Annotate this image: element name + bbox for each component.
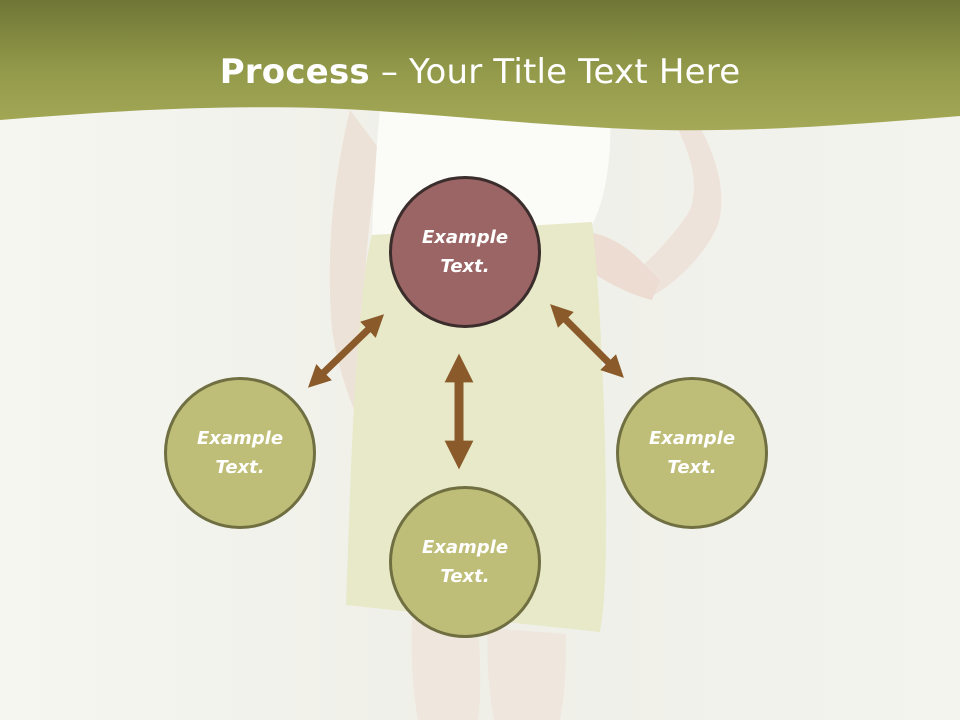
node-label: Example Text. xyxy=(421,537,509,587)
title-strong: Process xyxy=(219,52,370,92)
arrow-top-left-icon xyxy=(307,314,385,388)
title-rest: – Your Title Text Here xyxy=(369,52,741,92)
node-label: Example Text. xyxy=(648,428,736,478)
page-title: Process – Your Title Text Here xyxy=(0,52,960,92)
arrow-top-right-icon xyxy=(550,304,624,378)
process-node-right[interactable]: Example Text. xyxy=(616,377,768,529)
process-node-bottom[interactable]: Example Text. xyxy=(389,486,541,638)
node-label: Example Text. xyxy=(421,227,509,277)
node-label: Example Text. xyxy=(196,428,284,478)
header-band xyxy=(0,0,960,131)
process-node-top[interactable]: Example Text. xyxy=(389,176,541,328)
process-node-left[interactable]: Example Text. xyxy=(164,377,316,529)
